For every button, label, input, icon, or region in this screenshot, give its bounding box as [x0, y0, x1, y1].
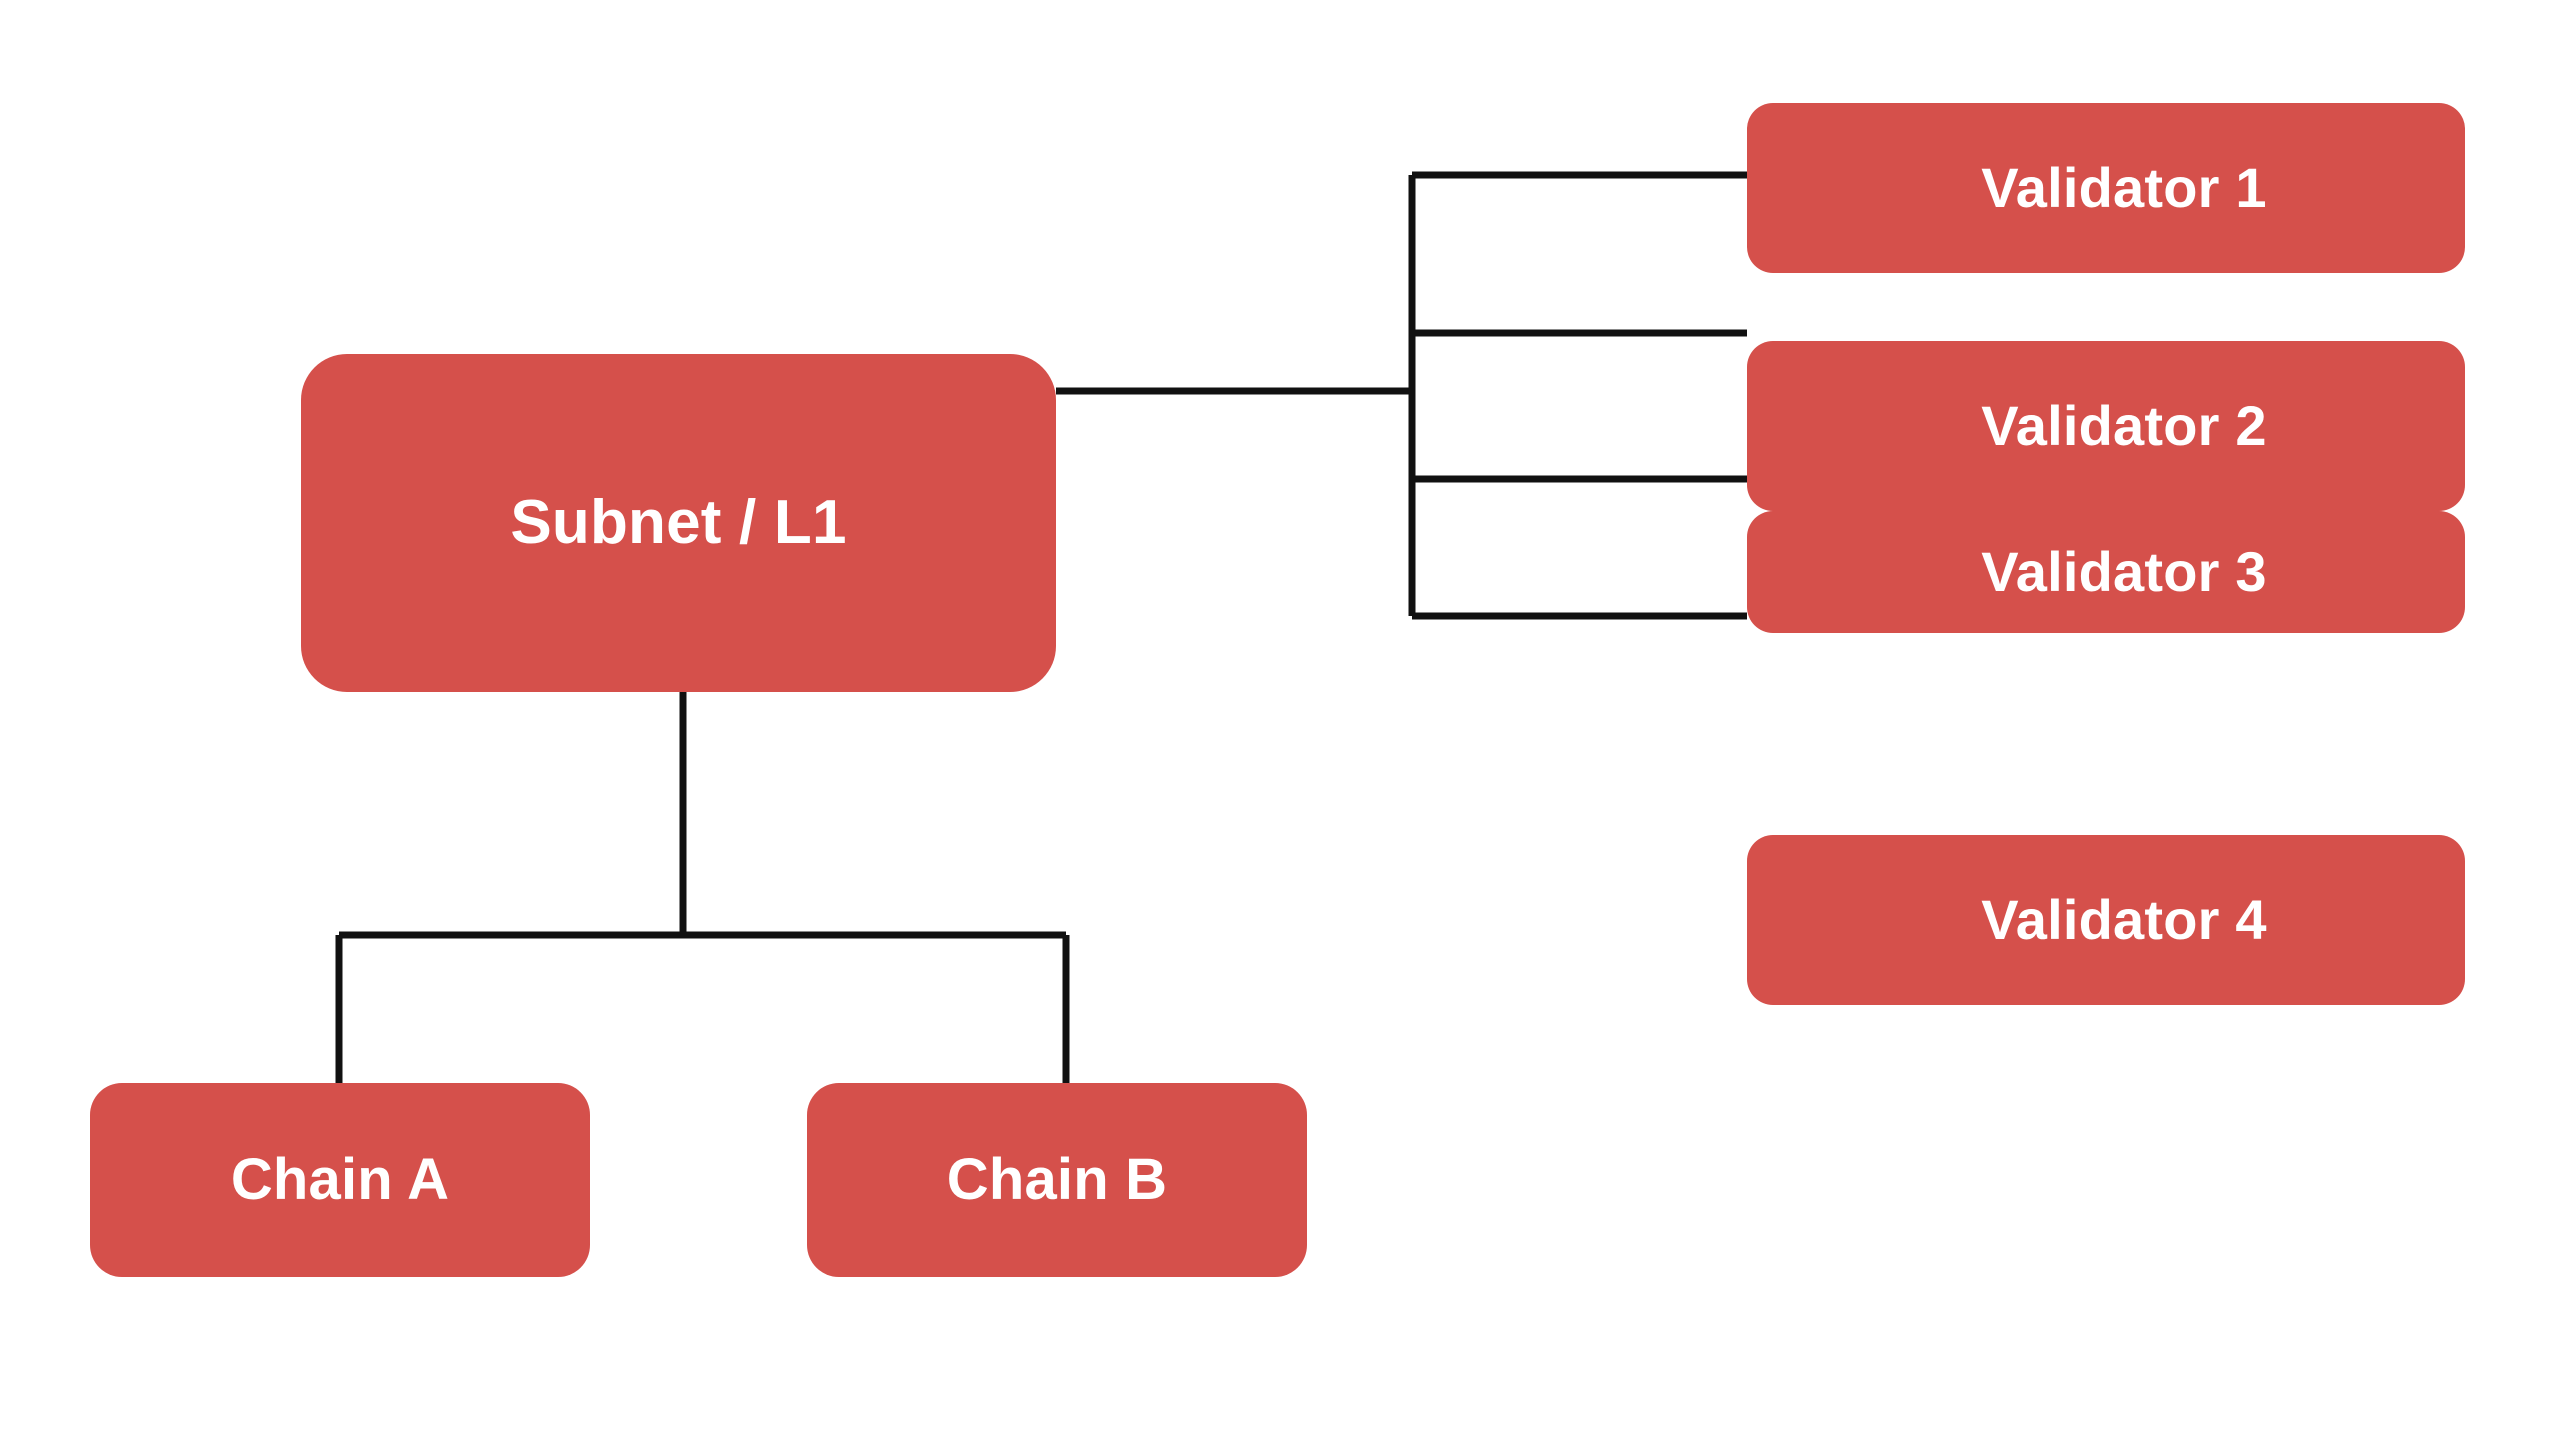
node-chain-a-label: Chain A	[230, 1146, 450, 1212]
node-validator-3-label: Validator 3	[1981, 539, 2267, 603]
node-validator-4-label: Validator 4	[1981, 887, 2267, 951]
node-validator-2-label: Validator 2	[1981, 393, 2267, 457]
node-chain-b-label: Chain B	[946, 1146, 1168, 1212]
node-subnet-l1[interactable]: Subnet / L1	[301, 354, 1056, 692]
node-chain-b[interactable]: Chain B	[807, 1083, 1307, 1277]
node-validator-4[interactable]: Validator 4	[1747, 835, 2465, 1005]
node-validator-1[interactable]: Validator 1	[1747, 103, 2465, 273]
node-validator-3[interactable]: Validator 3	[1747, 511, 2465, 633]
node-chain-a[interactable]: Chain A	[90, 1083, 590, 1277]
node-validator-1-label: Validator 1	[1981, 155, 2267, 219]
node-validator-2[interactable]: Validator 2	[1747, 341, 2465, 511]
node-subnet-l1-label: Subnet / L1	[510, 488, 847, 558]
